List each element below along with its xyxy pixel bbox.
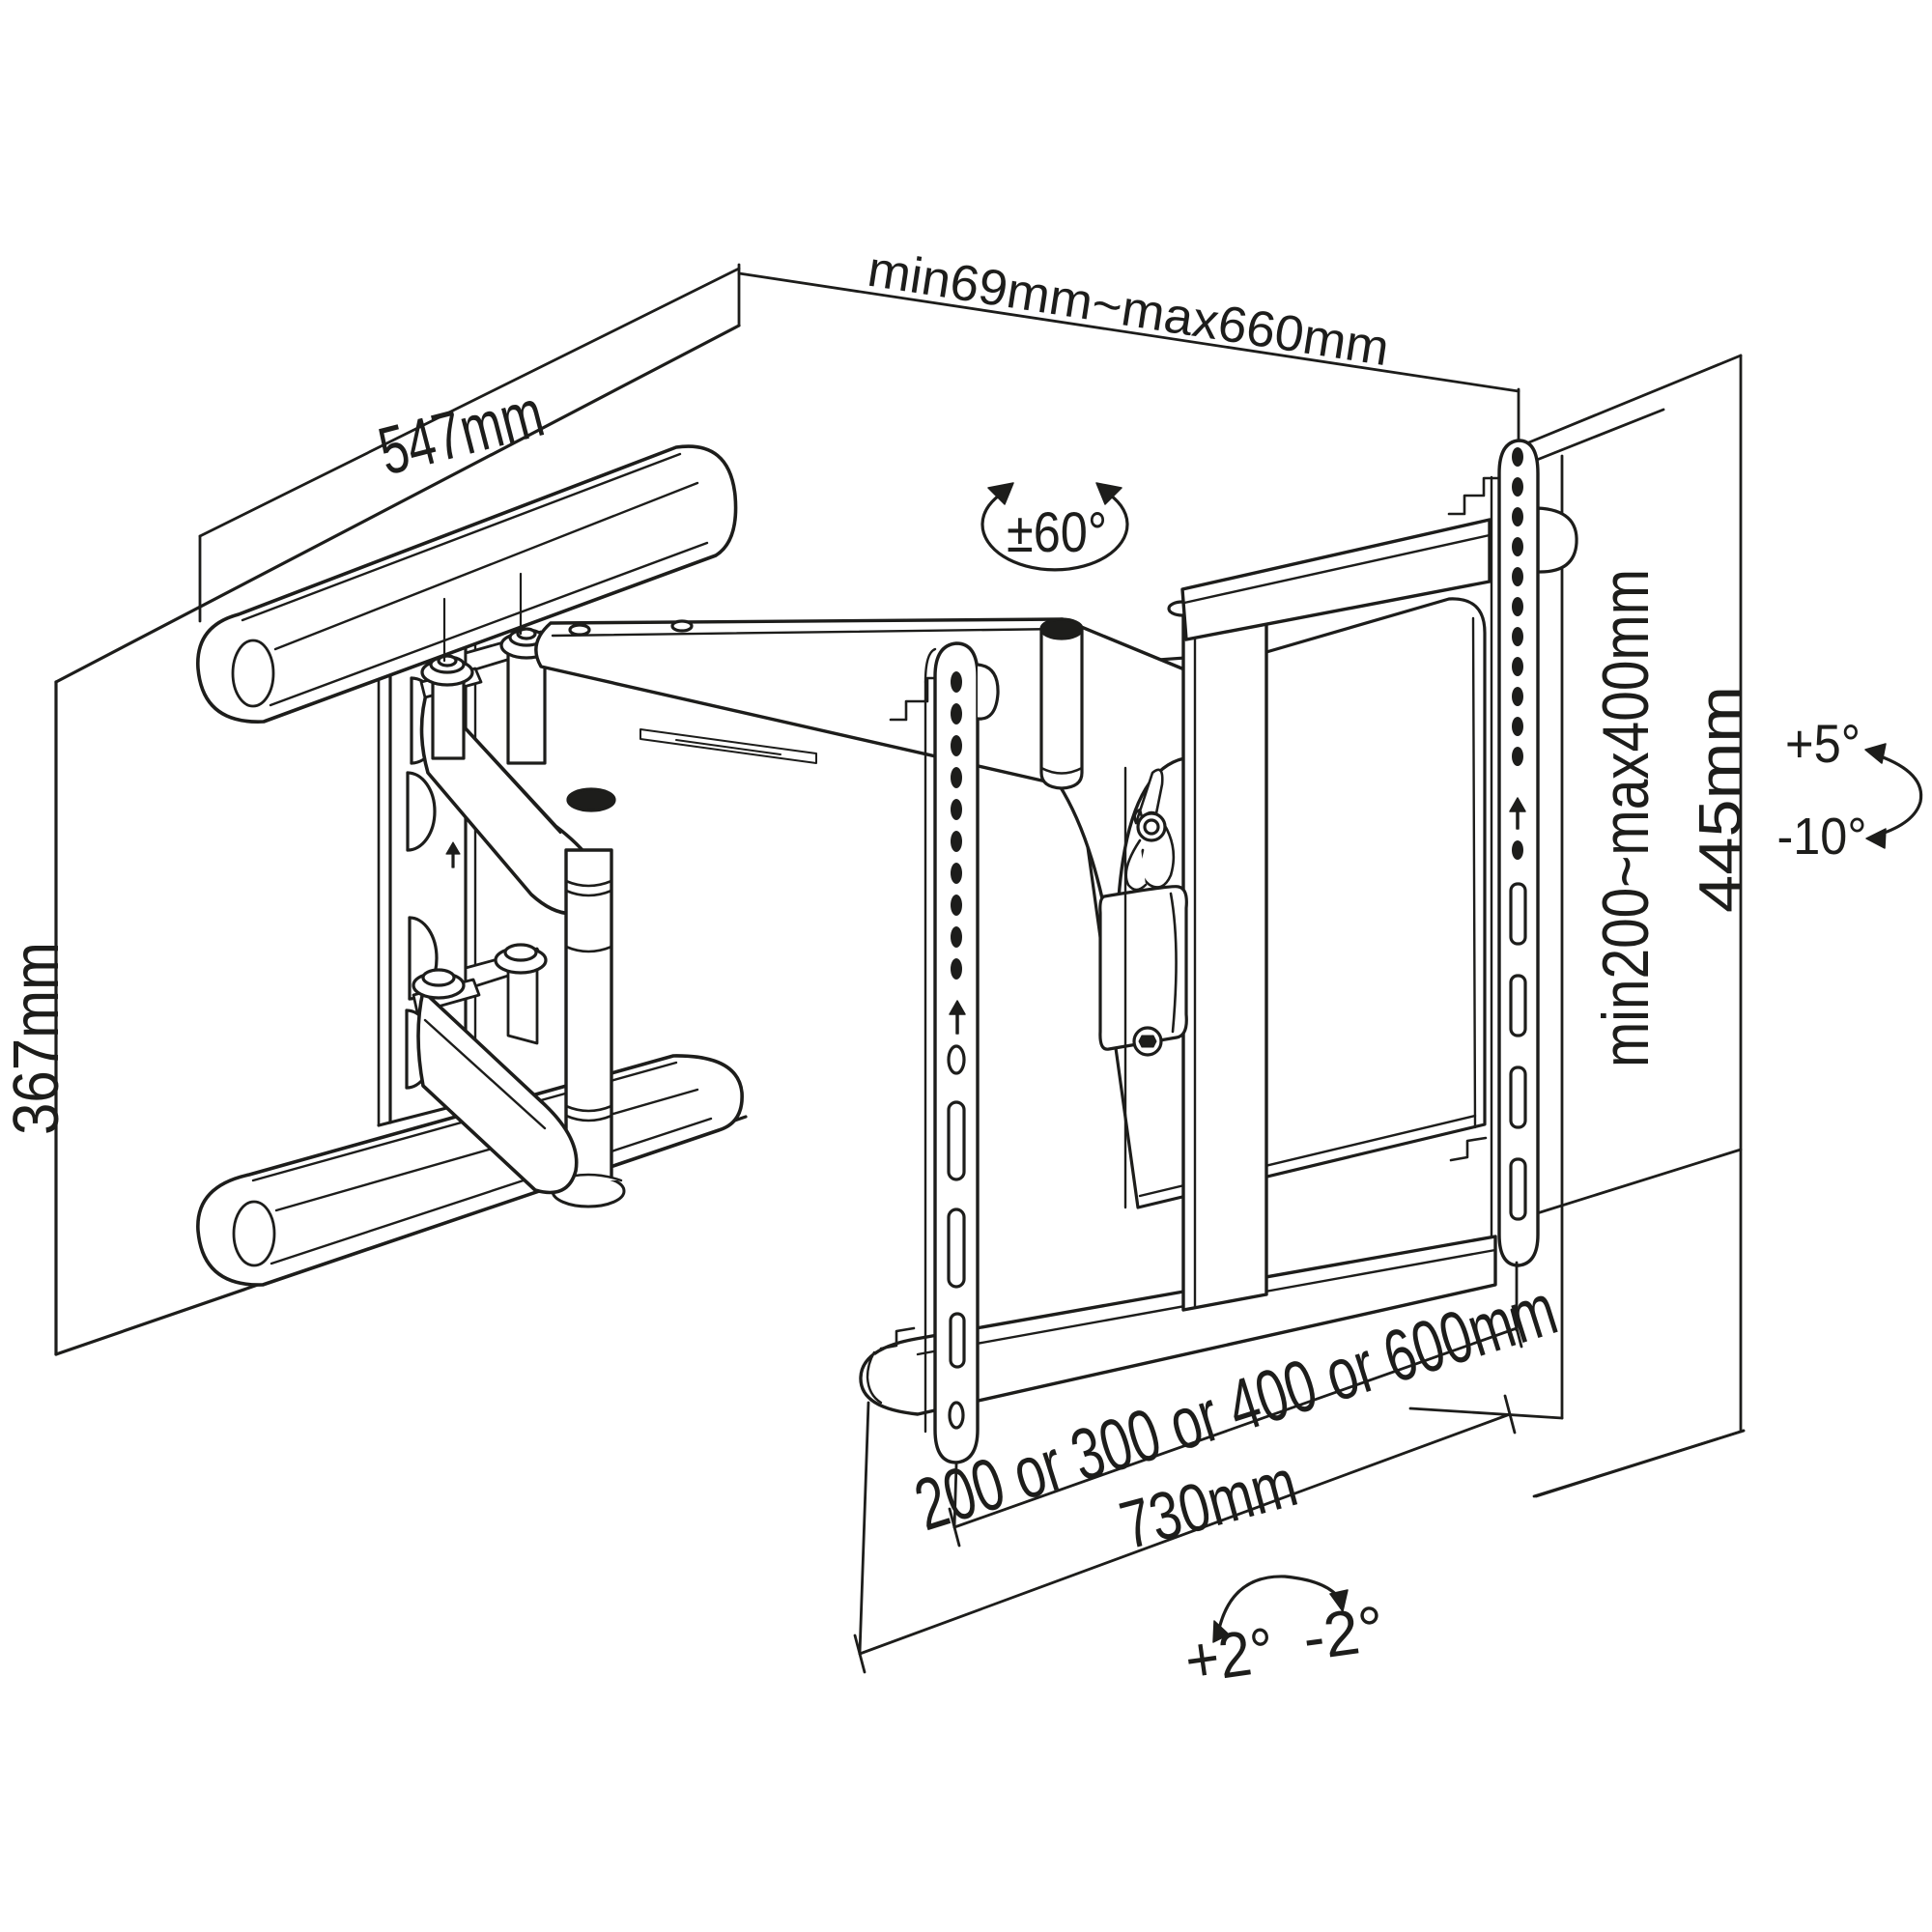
svg-text:367mm: 367mm [0, 942, 72, 1135]
svg-text:-10°: -10° [1777, 808, 1867, 866]
svg-text:min69mm~max660mm: min69mm~max660mm [864, 242, 1392, 378]
svg-text:+5°: +5° [1785, 713, 1861, 774]
svg-text:±60°: ±60° [1007, 501, 1107, 564]
svg-text:+2°: +2° [1180, 1613, 1278, 1696]
svg-text:445mm: 445mm [1688, 686, 1754, 913]
svg-text:min200~max400mm: min200~max400mm [1589, 569, 1662, 1067]
svg-text:-2°: -2° [1298, 1592, 1388, 1674]
